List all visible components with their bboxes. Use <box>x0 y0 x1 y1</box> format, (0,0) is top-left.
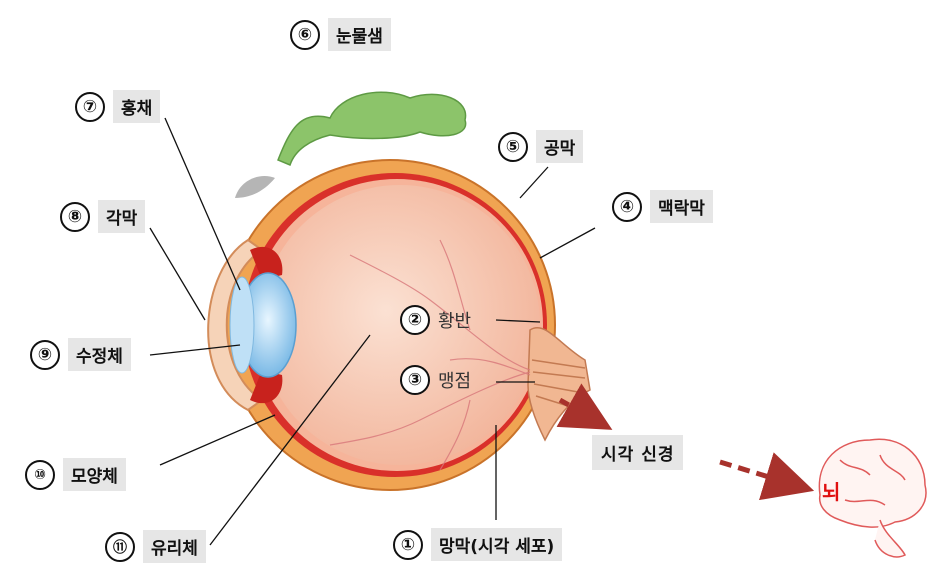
label-number: ⑧ <box>60 201 90 232</box>
label-tear-gland: ⑥ 눈물샘 <box>290 18 391 51</box>
label-number: ⑥ <box>290 19 320 50</box>
label-text: 홍채 <box>113 90 161 123</box>
ciliary-body <box>250 246 283 280</box>
label-cornea: ⑧ 각막 <box>60 200 146 233</box>
label-number: ⑪ <box>105 531 135 562</box>
label-text: 눈물샘 <box>328 18 391 51</box>
label-blind-spot: ③ 맹점 <box>400 365 471 395</box>
eyelid-gray <box>235 176 275 198</box>
label-sclera: ⑤ 공막 <box>498 130 584 163</box>
tear-gland <box>277 91 467 167</box>
label-macula: ② 황반 <box>400 305 471 335</box>
label-vitreous: ⑪ 유리체 <box>105 530 206 563</box>
label-number: ⑨ <box>30 339 60 370</box>
label-text: 맹점 <box>438 371 472 392</box>
cornea <box>207 238 264 412</box>
label-number: ⑤ <box>498 131 528 162</box>
nerve-arrow <box>556 383 613 430</box>
label-text: 공막 <box>536 130 584 163</box>
label-text: 망막(시각 세포) <box>431 528 563 561</box>
optic-nerve-label: 시각 신경 <box>592 435 684 470</box>
iris-front <box>229 276 255 374</box>
label-number: ⑦ <box>75 91 105 122</box>
label-number: ② <box>400 305 430 335</box>
label-text: 유리체 <box>143 530 206 563</box>
label-ciliary-body: ⑩ 모양체 <box>25 458 126 491</box>
label-number: ③ <box>400 365 430 395</box>
label-text: 맥락막 <box>650 190 713 223</box>
ciliary-body-lower <box>250 370 283 404</box>
label-iris: ⑦ 홍채 <box>75 90 161 123</box>
brain-icon <box>818 438 927 558</box>
leader-lines <box>149 117 596 546</box>
label-lens: ⑨ 수정체 <box>30 338 131 371</box>
label-number: ⑩ <box>25 459 55 490</box>
label-number: ① <box>393 529 423 560</box>
label-choroid: ④ 맥락막 <box>612 190 713 223</box>
label-text: 모양체 <box>63 458 126 491</box>
label-text: 황반 <box>438 311 472 332</box>
label-text: 수정체 <box>68 338 131 371</box>
label-number: ④ <box>612 191 642 222</box>
brain-arrow <box>719 452 815 501</box>
label-text: 각막 <box>98 200 146 233</box>
label-retina: ① 망막(시각 세포) <box>393 528 563 561</box>
brain-label: 뇌 <box>822 480 841 504</box>
